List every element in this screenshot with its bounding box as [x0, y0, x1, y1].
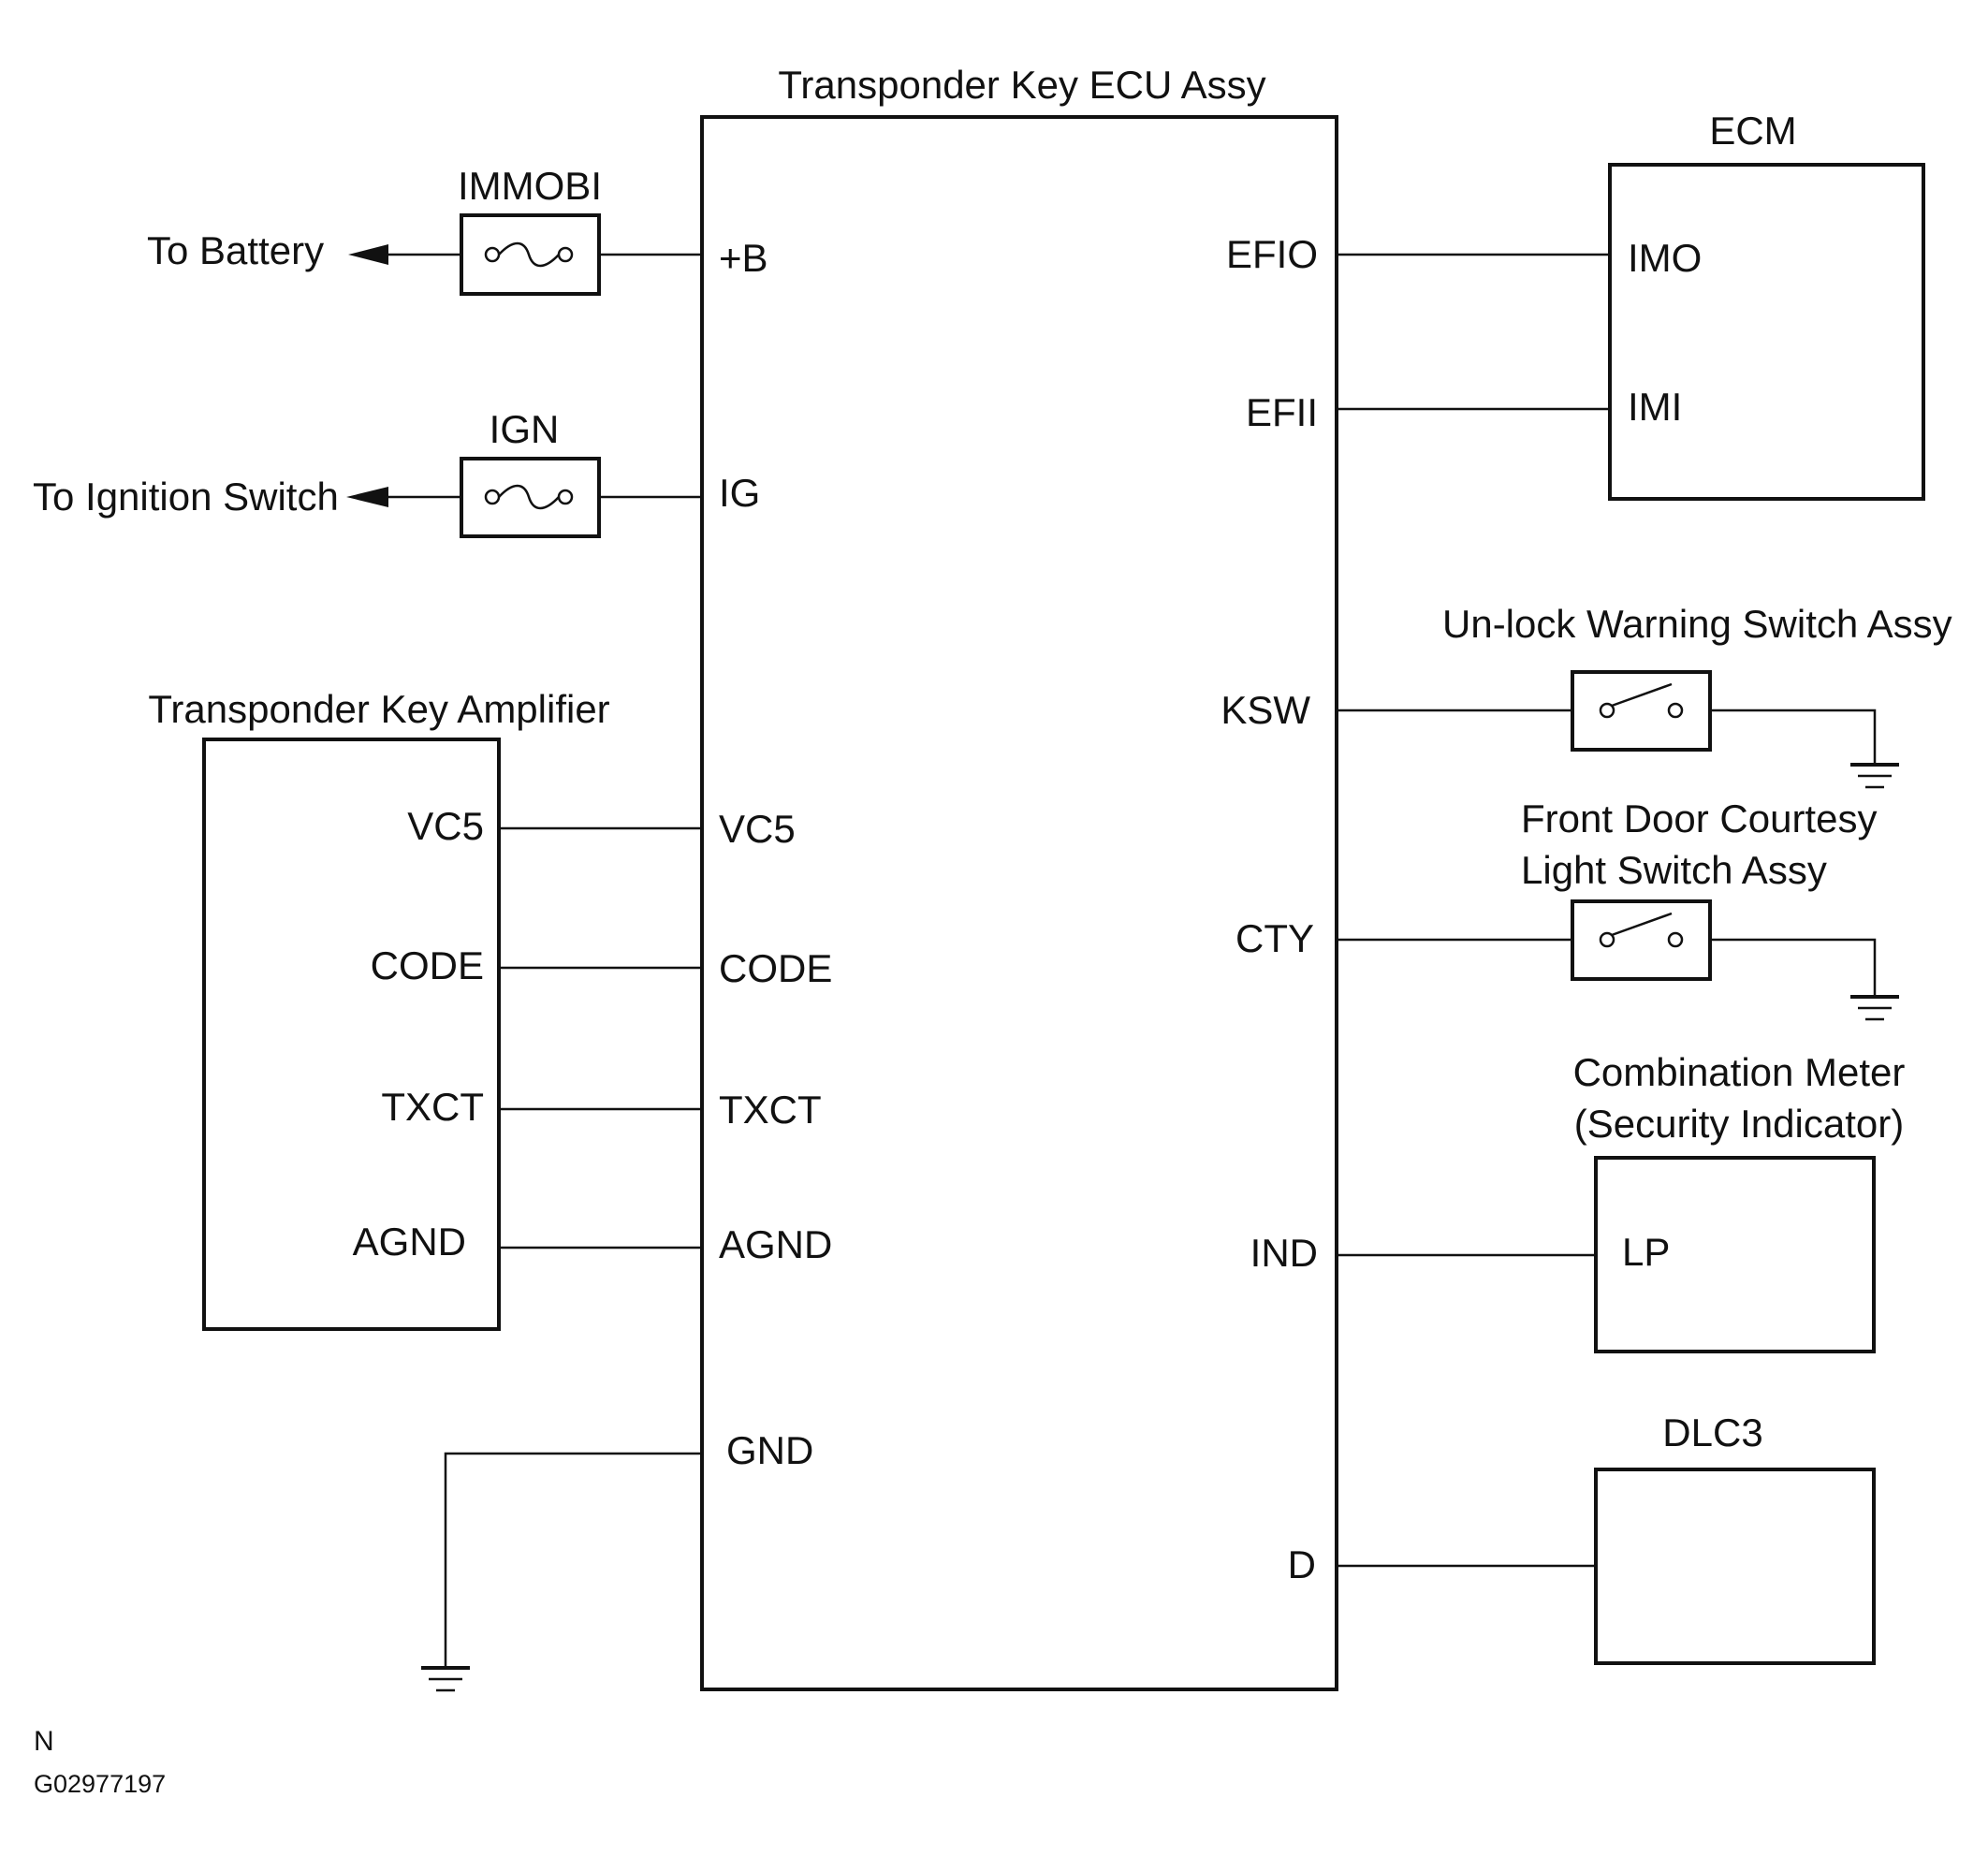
amp-pin-txct: TXCT: [381, 1085, 484, 1129]
arrow-to-battery: [348, 244, 388, 265]
amplifier-box: [202, 738, 501, 1331]
door-switch-title-line1: Front Door Courtesy: [1521, 796, 1877, 840]
ecu-pin-code: CODE: [719, 946, 832, 990]
unlock-switch-symbol: [1599, 682, 1684, 719]
ecu-pin-vc5: VC5: [719, 807, 796, 851]
ground-symbol-cty: [1850, 995, 1899, 1021]
ecm-pin-imi: IMI: [1628, 385, 1682, 429]
amp-pin-code: CODE: [371, 943, 484, 987]
amp-pin-agnd: AGND: [353, 1220, 466, 1264]
ecu-pin-ind: IND: [1250, 1231, 1318, 1275]
unlock-switch-box: [1571, 670, 1712, 752]
ecu-pin-plus-b: +B: [719, 236, 768, 280]
footer-letter: N: [34, 1726, 54, 1757]
ecu-pin-gnd: GND: [726, 1428, 813, 1472]
meter-title-line1: Combination Meter: [1573, 1050, 1906, 1094]
fuse-immobi-symbol: [484, 241, 574, 268]
ecu-pin-efio: EFIO: [1226, 232, 1318, 276]
ecu-pin-txct: TXCT: [719, 1088, 822, 1132]
wire-ksw-ground: [1710, 709, 1877, 765]
door-switch-box: [1571, 899, 1712, 981]
ecu-pin-cty: CTY: [1235, 916, 1314, 960]
to-ignition-switch-label: To Ignition Switch: [33, 475, 339, 519]
ecu-title: Transponder Key ECU Assy: [778, 63, 1265, 107]
dlc3-title: DLC3: [1662, 1410, 1762, 1454]
ecm-box: [1608, 163, 1925, 501]
ecu-pin-ig: IG: [719, 471, 760, 515]
ecu-box: [700, 115, 1338, 1691]
unlock-switch-title: Un-lock Warning Switch Assy: [1442, 602, 1952, 646]
ecm-pin-imo: IMO: [1628, 236, 1702, 280]
wire-cty-ground: [1710, 938, 1877, 997]
amplifier-title: Transponder Key Amplifier: [148, 687, 609, 731]
ecu-pin-agnd: AGND: [719, 1222, 832, 1266]
door-switch-title-line2: Light Switch Assy: [1521, 848, 1827, 892]
footer-code: G02977197: [34, 1770, 166, 1798]
fuse-ign-symbol: [484, 484, 574, 510]
fuse-ign-label: IGN: [490, 407, 560, 451]
ecm-title: ECM: [1709, 109, 1796, 153]
meter-title-line2: (Security Indicator): [1574, 1102, 1904, 1146]
ecu-pin-ksw: KSW: [1221, 688, 1310, 732]
amp-pin-vc5: VC5: [407, 804, 484, 848]
ground-symbol-gnd: [421, 1666, 470, 1692]
ecu-pin-d: D: [1288, 1542, 1316, 1586]
arrow-to-ignition-switch: [346, 487, 388, 507]
fuse-ign: [460, 457, 601, 538]
wire-gnd: [444, 1452, 702, 1668]
fuse-immobi-label: IMMOBI: [458, 164, 602, 208]
to-battery-label: To Battery: [147, 228, 324, 272]
dlc3-box: [1594, 1468, 1876, 1665]
ecu-pin-efii: EFII: [1246, 390, 1318, 434]
ground-symbol-ksw: [1850, 763, 1899, 789]
fuse-immobi: [460, 213, 601, 296]
door-switch-symbol: [1599, 912, 1684, 948]
meter-pin-lp: LP: [1622, 1230, 1670, 1274]
